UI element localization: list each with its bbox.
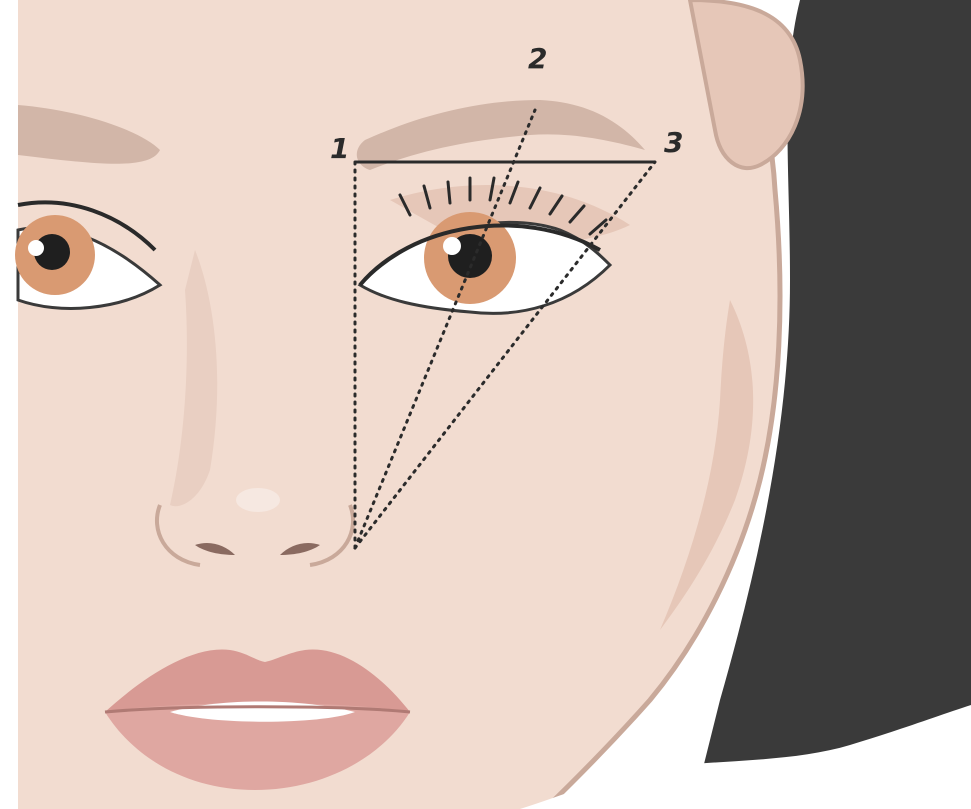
- marker-1: 1: [330, 132, 349, 165]
- marker-2: 2: [528, 42, 547, 75]
- marker-3: 3: [664, 126, 683, 159]
